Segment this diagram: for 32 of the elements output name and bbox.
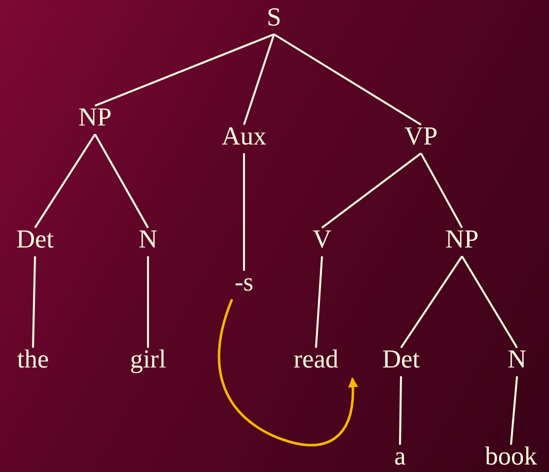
tree-label: NP (445, 226, 479, 254)
tree-label: VP (404, 122, 438, 152)
tree-branch (400, 256, 463, 348)
tree-label: N (508, 346, 526, 374)
tree-branch (321, 152, 422, 228)
tree-branch (94, 134, 149, 228)
tree-label: Det (16, 226, 54, 254)
tree-label: V (312, 226, 332, 254)
tree-branch (420, 152, 463, 228)
tree-branch (273, 33, 422, 126)
tree-label: S (266, 4, 282, 32)
tree-label: N (138, 226, 158, 254)
tree-label: read (294, 346, 338, 374)
tree-label: the (17, 346, 49, 374)
tree-branch (147, 256, 149, 348)
tree-label: girl (130, 346, 166, 374)
tree-branch (32, 256, 36, 348)
tree-branch (94, 33, 274, 107)
tree-branch (243, 34, 275, 126)
tree-branch (510, 376, 518, 445)
tree-branch (315, 256, 323, 348)
tree-label: a (394, 442, 406, 472)
tree-label: Aux (222, 122, 266, 152)
tree-label: Det (382, 346, 420, 374)
tree-branch (399, 376, 402, 445)
tree-label: book (485, 442, 537, 472)
tree-branch (243, 153, 245, 271)
tree-branch (461, 256, 518, 348)
tree-label: -s (234, 268, 254, 298)
tree-label: NP (78, 104, 112, 132)
movement-arrow (218, 298, 358, 446)
tree-branch (34, 134, 96, 228)
